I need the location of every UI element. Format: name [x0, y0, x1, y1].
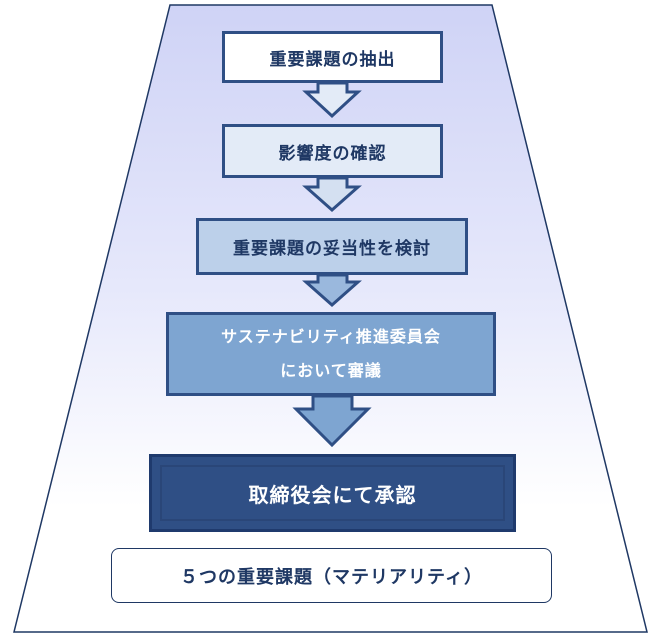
- arrow-4-to-5: [292, 394, 372, 448]
- inner-frame: [160, 465, 505, 521]
- step-board-approval: 取締役会にて承認: [149, 454, 516, 532]
- step-extract-issues: 重要課題の抽出: [222, 31, 443, 83]
- step-label: 取締役会にて承認: [248, 482, 417, 507]
- result-label: ５つの重要課題（マテリアリティ）: [180, 566, 483, 588]
- step-confirm-impact: 影響度の確認: [222, 124, 443, 178]
- step-review-validity: 重要課題の妥当性を検討: [196, 218, 468, 275]
- step-label: 重要課題の妥当性を検討: [233, 239, 431, 259]
- arrow-3-to-4: [302, 273, 362, 308]
- step-label: 重要課題の抽出: [269, 49, 396, 70]
- arrow-1-to-2: [302, 81, 362, 119]
- arrow-2-to-3: [302, 176, 362, 213]
- step-committee-deliberation: サステナビリティ推進委員会 において審議: [166, 312, 496, 396]
- step-label: 影響度の確認: [278, 143, 387, 164]
- result-box: ５つの重要課題（マテリアリティ）: [111, 548, 552, 603]
- step-label-line2: において審議: [280, 361, 382, 380]
- step-label-line1: サステナビリティ推進委員会: [221, 327, 441, 346]
